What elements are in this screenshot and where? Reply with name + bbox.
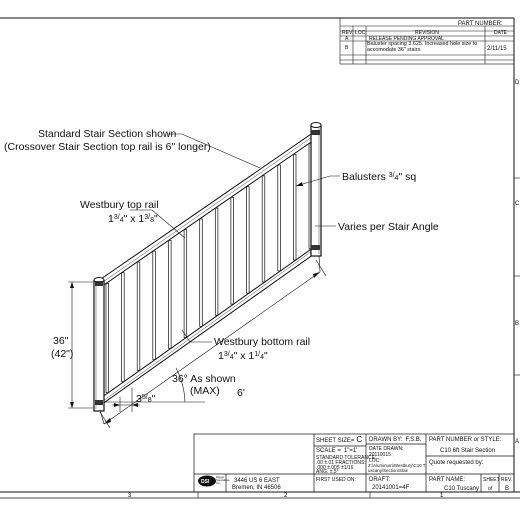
- company-logo-text: DSI: [201, 479, 210, 485]
- draft-value: 20141001=4F: [372, 485, 410, 491]
- baluster: [121, 272, 125, 382]
- dimension-arrows: [70, 182, 320, 424]
- bottom-rail-label: Westbury bottom rail: [214, 336, 310, 348]
- loc-header: LOC.: [355, 30, 367, 36]
- balusters: [105, 143, 312, 393]
- company-address-2: Bremen, IN 46506: [232, 485, 281, 491]
- revision-header: REVISION: [415, 30, 439, 36]
- first-used-label: FIRST USED ON:: [316, 477, 356, 483]
- baluster: [261, 175, 266, 283]
- right-post: [310, 122, 322, 257]
- sheet-border: [0, 17, 520, 499]
- zone-letter-b: B: [515, 321, 519, 327]
- varies-label: Varies per Stair Angle: [338, 221, 439, 233]
- company-name: Digger Specialties, Inc.: [216, 476, 230, 486]
- date-drawn-label: DATE DRAWN:: [369, 446, 403, 452]
- zone-letter-d: D: [515, 80, 520, 86]
- zone-number-2: 2: [284, 493, 288, 499]
- part-style-label: PART NUMBER or STYLE:: [429, 437, 502, 443]
- balusters-label: Balusters 3/4" sq: [342, 171, 416, 183]
- baluster: [277, 164, 281, 272]
- left-post: [93, 277, 105, 412]
- part-name-label: PART NAME:: [429, 477, 465, 483]
- height-alt-label: (42"): [51, 348, 73, 360]
- sheet-label: SHEET: [483, 477, 500, 483]
- quote-label: Quote requested by:: [429, 460, 484, 466]
- date-header: DATE: [494, 30, 508, 36]
- zone-letters: D C B A: [515, 80, 520, 445]
- rev-label: REV.: [501, 477, 512, 483]
- top-rail-label: Westbury top rail: [80, 199, 159, 211]
- crossover-note: (Crossover Stair Section top rail is 6" …: [4, 141, 211, 153]
- angle-label: 36° As shown: [172, 373, 236, 385]
- part-name-value: C10 Tuscany: [444, 486, 479, 492]
- dimension-lines: [68, 133, 340, 429]
- rev-b: B: [345, 45, 349, 51]
- zone-numbers: 3 2 1: [128, 493, 444, 499]
- rev-header: REV.: [342, 30, 353, 36]
- date-drawn-value: 20110015: [369, 452, 391, 458]
- tolerance-line-2: .000 ±.005 ±1/16: [316, 465, 354, 471]
- tolerance-line-1: .00 ±.01 FRACTIONS:: [316, 460, 366, 466]
- length-label: 6': [237, 387, 245, 399]
- zone-number-1: 1: [440, 493, 444, 499]
- baluster: [105, 283, 109, 393]
- part-number-label: PART NUMBER:: [458, 21, 503, 27]
- sheet-size-label: SHEET SIZE=C: [316, 435, 362, 444]
- sheet-value: of: [488, 486, 493, 492]
- tolerance-line-3: ANG. ±.5°: [316, 469, 339, 475]
- stair-railing-drawing: [93, 122, 322, 412]
- angle-max-label: (MAX): [190, 385, 220, 397]
- title-block: [193, 433, 515, 493]
- revision-block: [339, 17, 515, 65]
- baluster: [230, 196, 234, 305]
- baluster: [136, 261, 141, 371]
- height-main-label: 36": [53, 335, 69, 347]
- rev-a-description: RELEASE PENDING APPROVAL: [369, 36, 444, 42]
- part-style-value: C10 6ft Stair Section: [440, 448, 495, 454]
- spacing-label: 35/8": [136, 393, 156, 405]
- baluster: [293, 153, 297, 261]
- baluster: [214, 207, 219, 316]
- draft-label: DRAFT:: [369, 477, 390, 483]
- tolerance-title: STANDARD TOLERANCE:: [316, 455, 376, 461]
- loc-value: Z:\Aluminum\Westbury\C10 Tuscany\Section…: [368, 463, 426, 473]
- zone-number-3: 3: [128, 493, 132, 499]
- bottom-rail-size: 13/4" x 11/4": [218, 350, 268, 362]
- baluster: [183, 229, 188, 338]
- drawn-by-label: DRAWN BY:F.S.B.: [369, 437, 422, 443]
- rev-b-description: Baluster spacing 3.625. Increased hole s…: [367, 41, 478, 53]
- baluster: [152, 250, 156, 360]
- rev-b-date: 2/11/15: [487, 46, 507, 52]
- zone-letter-c: C: [515, 201, 520, 207]
- baluster: [199, 218, 203, 327]
- rev-value: B: [505, 486, 509, 492]
- top-rail-size: 13/4" x 13/8": [108, 213, 158, 225]
- standard-section-note: Standard Stair Section shown: [38, 128, 176, 140]
- company-address-1: 3446 US 6 EAST: [234, 478, 280, 484]
- scale-label: SCALE =1"=1': [316, 448, 357, 454]
- baluster: [168, 240, 172, 349]
- baluster: [246, 186, 250, 294]
- zone-letter-a: A: [515, 439, 519, 445]
- company-logo: DSI: [198, 475, 216, 487]
- loc-label: LOC:: [369, 458, 381, 464]
- rev-a: A: [345, 36, 349, 42]
